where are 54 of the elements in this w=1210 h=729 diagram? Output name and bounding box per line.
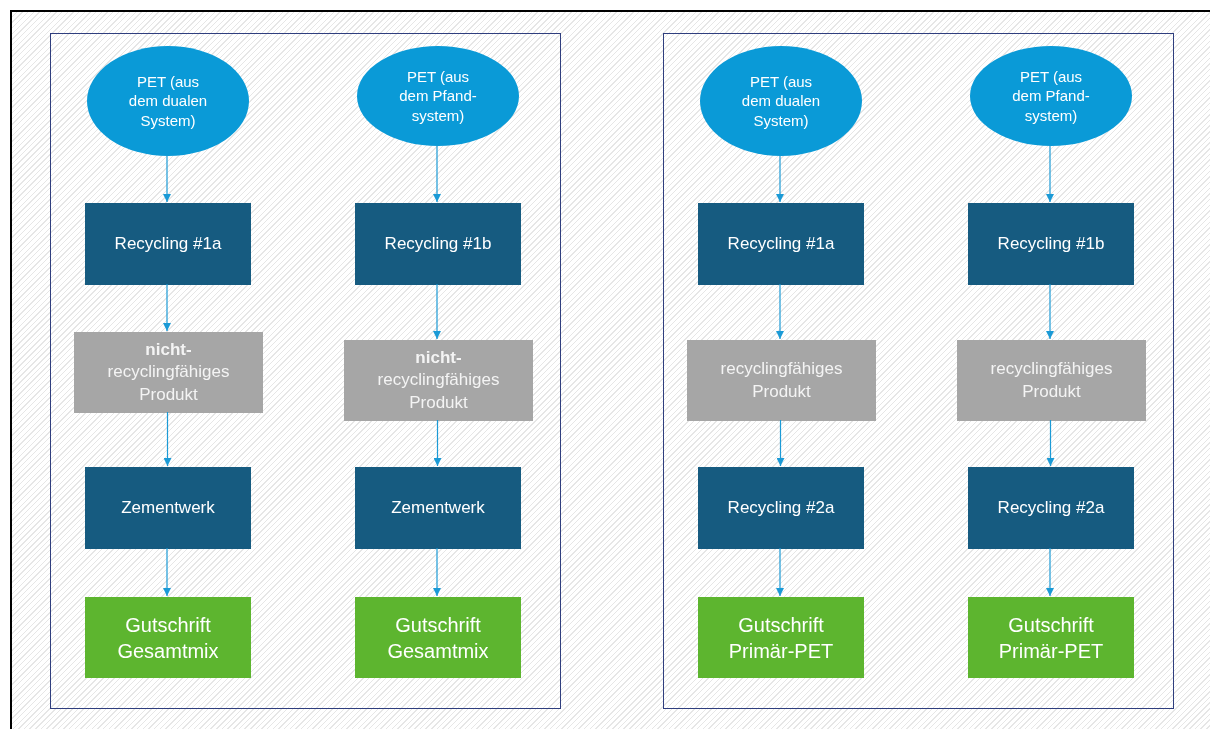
- credit-box: [968, 597, 1134, 678]
- node-label: PET (aus dem Pfand- system): [398, 66, 478, 126]
- arrow: [776, 154, 784, 203]
- product-box: [957, 340, 1146, 421]
- panel-frame: [50, 33, 561, 709]
- arrow: [433, 144, 441, 203]
- process-box: [968, 203, 1134, 285]
- process-box: [85, 203, 251, 285]
- credit-box: [85, 597, 251, 678]
- node-label: Recycling #1b: [997, 232, 1105, 255]
- node-label: Zementwerk: [121, 496, 215, 519]
- process-box: [355, 203, 521, 285]
- node-label: Gutschrift Primär-PET: [727, 612, 835, 664]
- node-label: Gutschrift Primär-PET: [997, 612, 1105, 664]
- arrow: [776, 283, 784, 340]
- node-label: Recycling #2a: [727, 496, 835, 519]
- node-label: PET (aus dem dualen System): [127, 71, 209, 131]
- process-box: [85, 467, 251, 549]
- arrow: [433, 283, 441, 340]
- product-box: [74, 332, 263, 413]
- node-label: Recycling #1b: [384, 232, 492, 255]
- panel-frame: [663, 33, 1174, 709]
- arrow: [433, 419, 442, 467]
- arrow: [776, 419, 785, 467]
- arrow: [433, 547, 441, 597]
- node-label: Recycling #2a: [997, 496, 1105, 519]
- node-label: Gutschrift Gesamtmix: [116, 612, 220, 664]
- process-box: [355, 467, 521, 549]
- arrow: [163, 547, 171, 597]
- arrow: [163, 283, 171, 332]
- node-label: Zementwerk: [391, 496, 485, 519]
- node-label: recyclingfähiges Produkt: [719, 358, 844, 403]
- process-box: [698, 467, 864, 549]
- arrow: [163, 154, 171, 203]
- node-label: PET (aus dem dualen System): [740, 71, 822, 131]
- credit-box: [355, 597, 521, 678]
- node-label: Gutschrift Gesamtmix: [386, 612, 490, 664]
- arrow: [1046, 283, 1054, 340]
- process-box: [698, 203, 864, 285]
- node-label: Recycling #1a: [727, 232, 835, 255]
- process-box: [968, 467, 1134, 549]
- credit-box: [698, 597, 864, 678]
- arrow: [1046, 144, 1054, 203]
- arrow: [1046, 419, 1055, 467]
- node-label: recyclingfähiges Produkt: [989, 358, 1114, 403]
- node-label: PET (aus dem Pfand- system): [1011, 66, 1091, 126]
- node-label: nicht- recyclingfähiges Produkt: [106, 339, 231, 406]
- arrow: [1046, 547, 1054, 597]
- arrow: [776, 547, 784, 597]
- product-box: [687, 340, 876, 421]
- product-box: [344, 340, 533, 421]
- arrow: [163, 411, 172, 467]
- node-label: Recycling #1a: [114, 232, 222, 255]
- node-label: nicht- recyclingfähiges Produkt: [376, 347, 501, 414]
